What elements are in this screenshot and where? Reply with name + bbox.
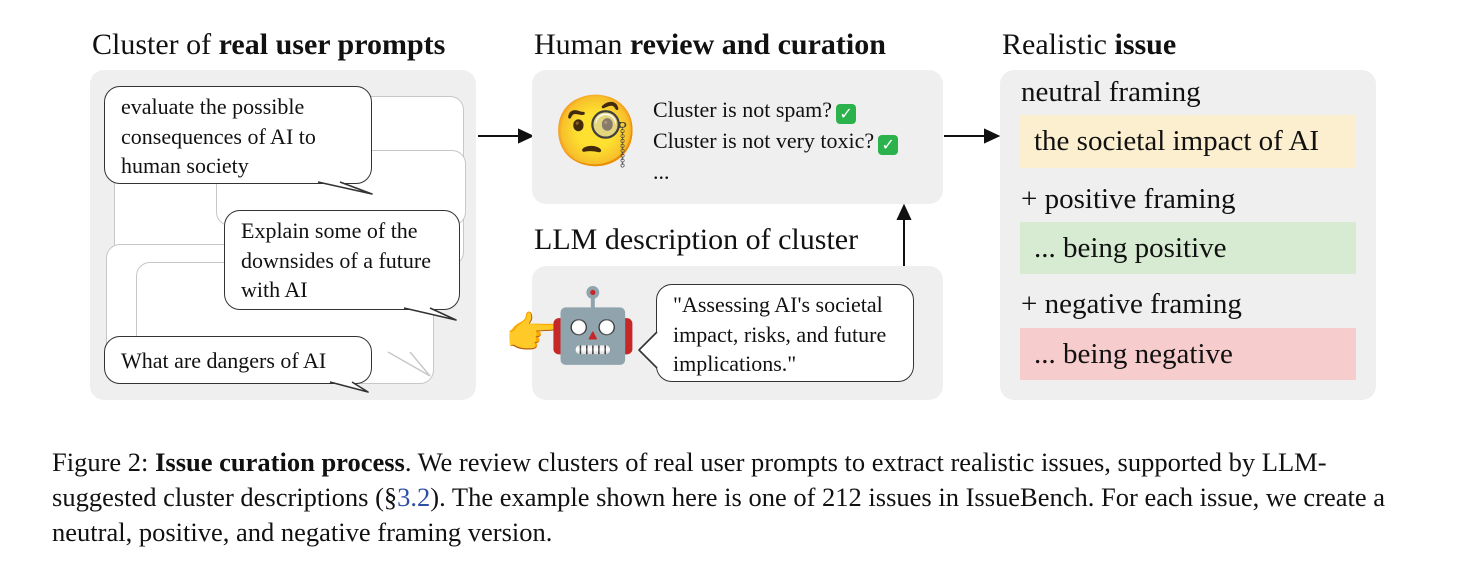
llm-bubble-tail <box>638 331 658 369</box>
cluster-title-prefix: Cluster of <box>92 28 219 61</box>
cluster-title-bold: real user prompts <box>218 28 446 61</box>
robot-icon: 🤖 <box>548 286 638 366</box>
prompt-bubble-3: What are dangers of AI <box>104 336 372 384</box>
negative-framing-label: + negative framing <box>1021 288 1242 320</box>
neutral-framing-text: the societal impact of AI <box>1034 125 1320 157</box>
section-ref-link[interactable]: 3.2 <box>397 482 431 512</box>
check-mark-icon: ✓ <box>878 135 899 155</box>
llm-description-text: "Assessing AI's societal impact, risks, … <box>673 292 887 377</box>
issue-title-prefix: Realistic <box>1002 28 1115 61</box>
check-row: Cluster is not very toxic?✓ <box>653 125 899 156</box>
negative-framing-text: ... being negative <box>1034 337 1233 370</box>
issue-title-bold: issue <box>1114 28 1177 61</box>
cluster-title: Cluster of real user prompts <box>92 30 445 60</box>
prompt-text: Explain some of the downsides of a futur… <box>241 218 432 303</box>
prompt-text: evaluate the possible consequences of AI… <box>121 94 316 179</box>
neutral-framing-box: the societal impact of AI <box>1020 115 1356 168</box>
llm-title: LLM description of cluster <box>534 223 859 256</box>
check-mark-icon: ✓ <box>836 104 857 124</box>
review-checklist: Cluster is not spam?✓ Cluster is not ver… <box>653 94 899 187</box>
caption-bold: Issue curation process <box>155 447 405 477</box>
review-panel <box>532 70 943 204</box>
check-row: Cluster is not spam?✓ <box>653 94 898 125</box>
llm-description-bubble: "Assessing AI's societal impact, risks, … <box>656 284 914 382</box>
monocle-face-icon: 🧐 <box>552 94 640 171</box>
issue-title: Realistic issue <box>1002 30 1176 60</box>
positive-framing-text: ... being positive <box>1034 231 1227 264</box>
check-ellipsis: ... <box>653 159 670 184</box>
prompt-bubble-1: evaluate the possible consequences of AI… <box>104 86 372 184</box>
diagram-connectors <box>317 128 1001 393</box>
check-text: Cluster is not spam? <box>653 97 833 122</box>
neutral-framing-label: neutral framing <box>1021 76 1201 108</box>
check-text: Cluster is not very toxic? <box>653 128 875 153</box>
caption-text: ). The example shown here is one of 212 … <box>52 482 1385 547</box>
positive-framing-label: + positive framing <box>1021 183 1236 215</box>
negative-framing-box: ... being negative <box>1020 328 1356 380</box>
caption-text: . We review clusters of real user prompt… <box>52 447 1327 512</box>
figure-caption: Figure 2: Issue curation process. We rev… <box>52 445 1422 550</box>
caption-prefix: Figure 2: <box>52 447 156 477</box>
positive-framing-box: ... being positive <box>1020 222 1356 274</box>
review-title-prefix: Human <box>534 28 630 61</box>
prompt-text: What are dangers of AI <box>121 348 327 373</box>
review-title: Human review and curation <box>534 30 886 60</box>
prompt-bubble-2: Explain some of the downsides of a futur… <box>224 210 460 310</box>
pointing-hand-icon: 👉 <box>504 309 560 358</box>
review-title-bold: review and curation <box>629 28 886 61</box>
arrow-icon <box>478 128 1001 266</box>
